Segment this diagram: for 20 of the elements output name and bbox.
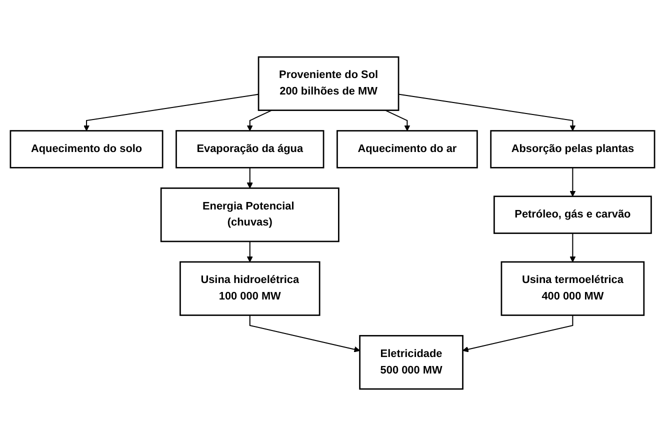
node-box: Usina hidroelétrica 100 000 MW — [180, 261, 320, 316]
arrow — [570, 168, 576, 197]
arrow — [398, 94, 576, 132]
node-box: Energia Potencial (chuvas) — [160, 187, 340, 242]
node-box: Petróleo, gás e carvão — [494, 196, 652, 234]
node-box: Usina termoelétrica 400 000 MW — [500, 261, 645, 316]
node-box: Aquecimento do ar — [336, 130, 478, 168]
arrow — [570, 233, 576, 262]
arrow — [462, 315, 574, 352]
arrow — [385, 110, 410, 132]
arrow — [246, 110, 272, 132]
node-box: Aquecimento do solo — [10, 130, 164, 168]
node-box: Proveniente do Sol 200 bilhões de MW — [258, 56, 400, 111]
node-box: Eletricidade 500 000 MW — [359, 335, 464, 390]
node-box: Evaporação da água — [176, 130, 324, 168]
arrow — [249, 315, 360, 352]
arrow — [246, 168, 253, 188]
arrow — [246, 241, 253, 262]
arrow — [84, 94, 259, 132]
node-box: Absorção pelas plantas — [490, 130, 656, 168]
